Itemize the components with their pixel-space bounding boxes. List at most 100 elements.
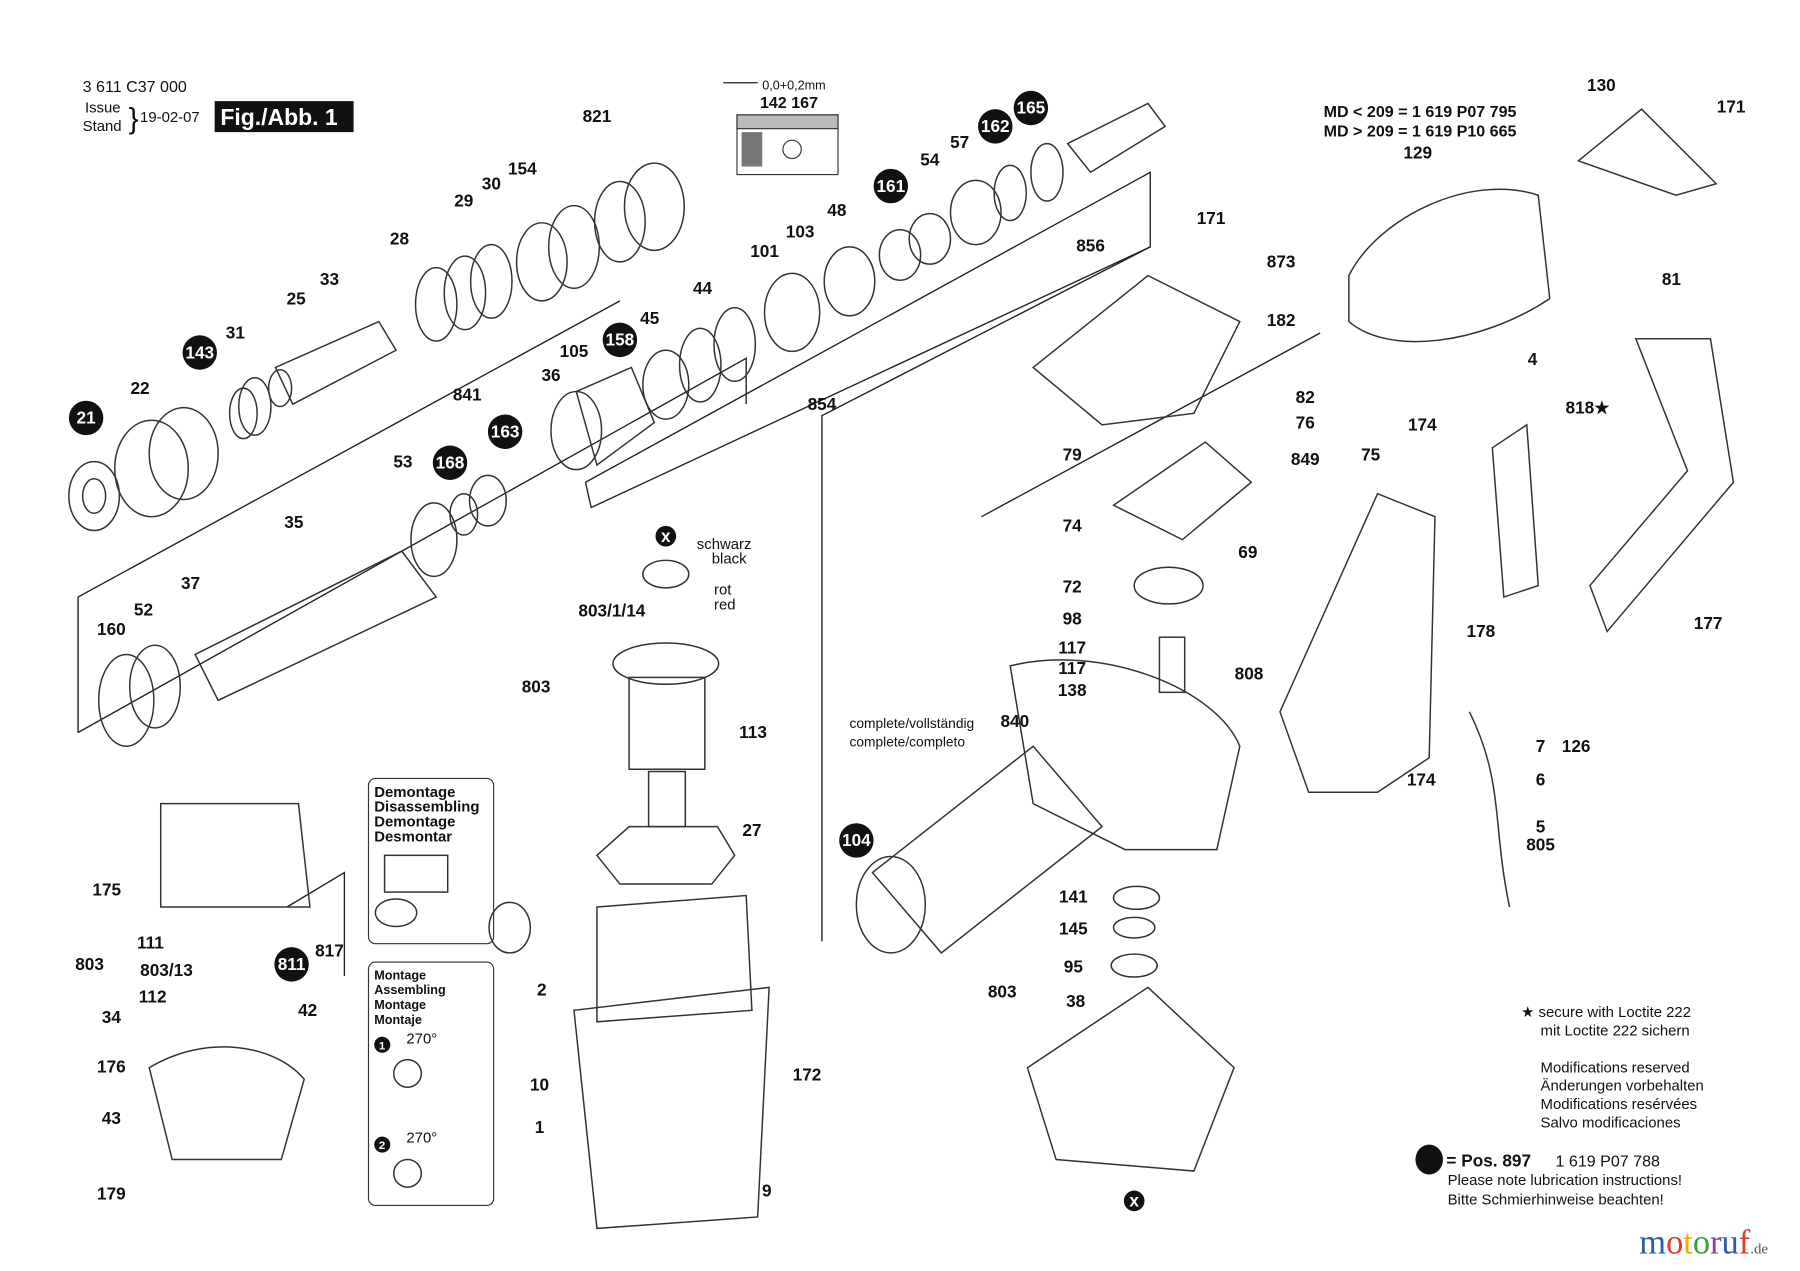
part-number-text: 45 [640,308,660,328]
part-number-text: 37 [181,573,200,593]
assembly-line: Montage [374,968,426,982]
part-label-165: 165 [1013,90,1049,126]
part-number-text: 22 [130,378,149,398]
part-label-129: 129 [1403,143,1432,163]
part-label-9: 9 [762,1180,772,1200]
md-note-1: MD < 209 = 1 619 P07 795 [1324,103,1517,121]
part-label-160: 160 [97,619,126,639]
part-label-803: 803 [75,954,104,974]
part-number-text: 162 [981,116,1010,136]
part-number-text: 30 [482,174,501,194]
lubrication-marker-icon [602,322,638,358]
part-label-111: 111 [137,932,164,952]
step-2: 2 [379,1140,385,1152]
part-number-text: 803 [988,982,1017,1002]
part-number-text: 2 [537,979,547,999]
part-label-182: 182 [1267,310,1296,330]
part-number-text: 117 [1058,637,1086,657]
bearing-red-de: rot [714,582,732,599]
assembly-line: Assembling [374,983,445,997]
part-number-text: 72 [1063,576,1082,596]
part-number-text: 182 [1267,310,1296,330]
part-number-text: 138 [1058,680,1087,700]
part-label-113: 113 [739,722,767,742]
part-label-33: 33 [320,269,339,289]
part-label-5: 5 [1536,816,1546,836]
part-number-text: 117 [1058,658,1086,678]
part-number-text: 177 [1694,613,1723,633]
part-label-145: 145 [1059,919,1088,939]
part-label-849: 849 [1291,449,1320,469]
angle-1: 270° [406,1031,437,1048]
part-number-text: 172 [793,1064,822,1084]
part-label-179: 179 [97,1184,126,1204]
complete-note-1: complete/vollständig [849,716,974,731]
part-label-6: 6 [1536,769,1546,789]
part-number-text: 111 [137,932,164,952]
part-number-text: 98 [1063,609,1083,629]
part-labels: 8211543029283325311432221165162575416148… [68,75,1746,1212]
seal-detail-inset: 0,0+0,2mm 142 167 [723,79,839,176]
part-label-873: 873 [1267,252,1296,272]
brace: } [129,103,139,136]
part-number-text: 174 [1408,415,1437,435]
part-label-808: 808 [1235,664,1264,684]
figure-badge [214,101,354,133]
lubrication-marker-icon [978,109,1013,144]
part-label-854: 854 [808,394,837,414]
part-number-text: x [661,526,671,546]
part-label-803: 803 [988,982,1017,1002]
part-label-138: 138 [1058,680,1087,700]
angle-2: 270° [406,1129,437,1146]
part-label-29: 29 [454,191,473,211]
part-label-48: 48 [827,200,847,220]
part-label-143: 143 [182,335,217,370]
part-label-38: 38 [1066,991,1086,1011]
part-number-text: 5 [1536,816,1546,836]
part-label-178: 178 [1467,621,1496,641]
part-label-805: 805 [1526,835,1555,855]
part-number-text: 36 [541,365,560,385]
part-label-803: 803 [522,676,551,696]
part-number-text: 175 [92,880,121,900]
part-label-37: 37 [181,573,200,593]
part-number-text: 126 [1562,736,1591,756]
part-label-52: 52 [134,599,153,619]
part-label-76: 76 [1296,412,1315,432]
part-label-81: 81 [1662,269,1682,289]
part-label-34: 34 [102,1007,122,1027]
part-label-57: 57 [950,132,969,152]
part-number-text: 808 [1235,664,1264,684]
part-number-text: 82 [1296,387,1315,407]
part-number-text: 38 [1066,991,1086,1011]
part-label-168: 168 [432,445,468,480]
part-label-117: 117 [1058,658,1086,678]
part-label-4: 4 [1528,349,1538,369]
lubrication-marker-icon [1123,1190,1145,1212]
part-number-text: 48 [827,200,847,220]
part-label-841: 841 [453,385,482,405]
part-number-text: 803/1/14 [578,601,645,621]
part-label-105: 105 [560,341,589,361]
part-number-text: 44 [693,278,713,298]
part-number-text: 35 [284,512,304,532]
modifications-line: Modifications resérvées [1541,1096,1698,1113]
part-number-text: 54 [920,149,940,169]
part-number-text: 841 [453,385,482,405]
part-number-text: 840 [1000,711,1029,731]
part-label-7: 7 [1536,736,1546,756]
part-label-75: 75 [1361,444,1381,464]
part-number-text: 21 [77,408,97,428]
part-label-54: 54 [920,149,940,169]
part-number-text: 42 [298,1000,317,1020]
part-number-text: 161 [876,176,905,196]
part-label-171: 171 [1197,208,1226,228]
part-number-text: 28 [390,229,410,249]
lube-en: Please note lubrication instructions! [1448,1172,1683,1189]
part-number-text: 174 [1407,769,1436,789]
part-label-174: 174 [1407,769,1436,789]
part-number-text: 79 [1063,444,1082,464]
part-label-27: 27 [742,820,761,840]
part-label-856: 856 [1076,236,1105,256]
